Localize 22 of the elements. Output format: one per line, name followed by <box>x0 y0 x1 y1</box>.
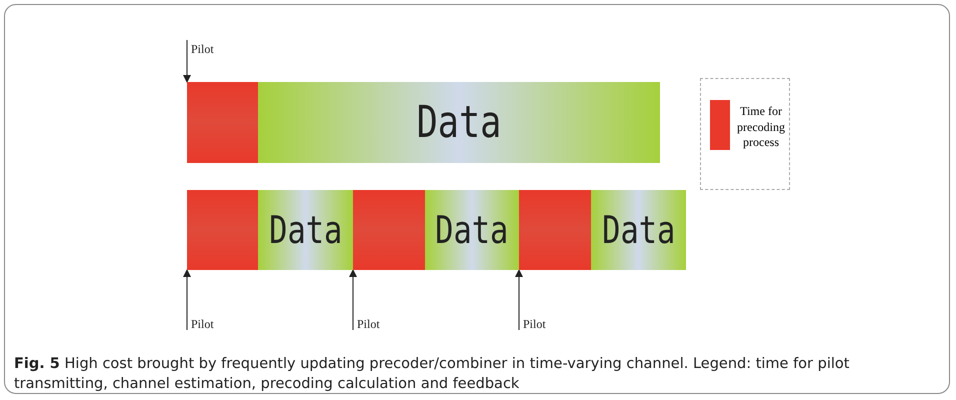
data-block <box>591 190 686 270</box>
data-label: Data <box>435 211 509 249</box>
pilot-label: Pilot <box>191 318 214 330</box>
precoding-block <box>519 190 591 270</box>
data-block <box>425 190 519 270</box>
arrow <box>515 269 523 330</box>
pilot-label: Pilot <box>191 43 214 55</box>
data-block <box>258 82 660 163</box>
data-block <box>258 190 353 270</box>
precoding-block <box>353 190 425 270</box>
precoding-block <box>187 190 258 270</box>
legend-text: Time for precoding process <box>736 104 786 151</box>
pilot-label: Pilot <box>357 318 380 330</box>
data-label: Data <box>416 100 502 144</box>
arrow <box>183 40 191 83</box>
data-label: Data <box>602 211 676 249</box>
arrow <box>349 269 357 330</box>
pilot-label: Pilot <box>523 318 546 330</box>
arrow <box>183 269 191 330</box>
figure-caption: Fig. 5 High cost brought by frequently updating precoder/combiner in time-varying channel. Legend: time for pilot transmitting, channel estimation, precoding calculation and feedback <box>14 355 850 394</box>
precoding-block <box>187 82 258 163</box>
data-label: Data <box>268 211 342 249</box>
